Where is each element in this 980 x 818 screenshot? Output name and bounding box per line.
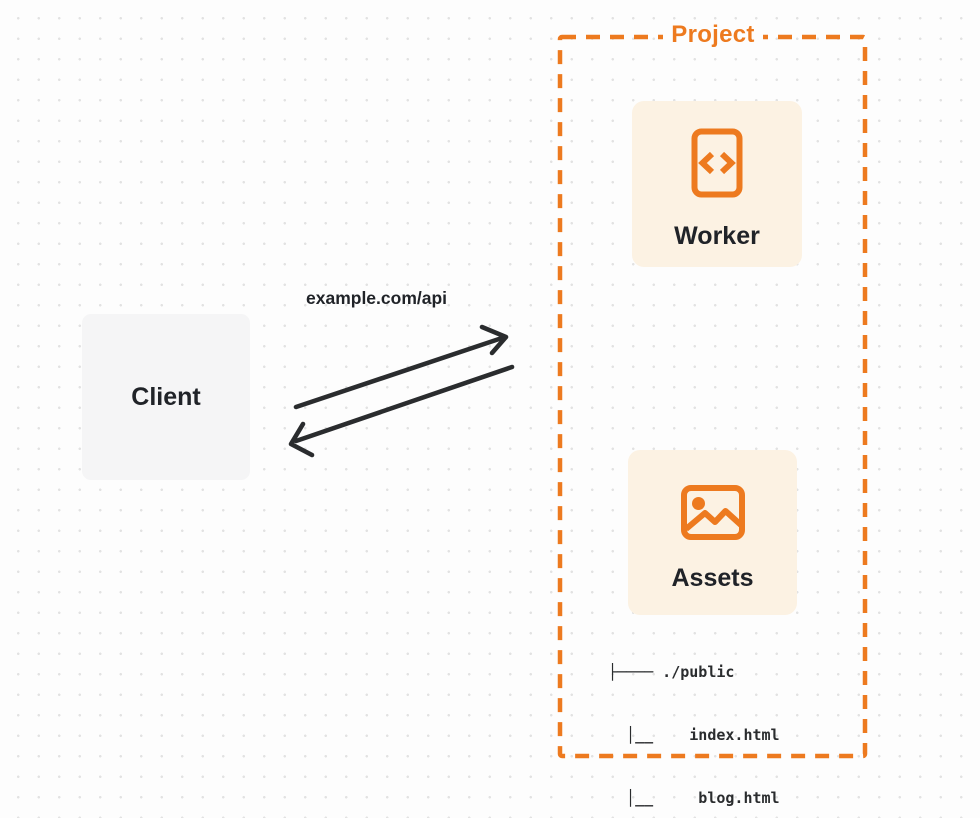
worker-node: Worker bbox=[632, 101, 802, 267]
assets-node: Assets bbox=[628, 450, 797, 615]
file-tree-line: │__ index.html bbox=[608, 726, 780, 744]
request-url-label: example.com/api bbox=[306, 288, 448, 308]
response-arrow bbox=[288, 364, 515, 458]
assets-label: Assets bbox=[671, 564, 754, 592]
image-icon bbox=[680, 485, 745, 540]
code-document-icon bbox=[691, 128, 743, 198]
client-node: Client bbox=[82, 314, 250, 480]
assets-file-tree: ├──── ./public │__ index.html │__ blog.h… bbox=[608, 620, 780, 818]
file-tree-line: │__ blog.html bbox=[608, 789, 780, 807]
request-arrow bbox=[293, 324, 509, 410]
client-label: Client bbox=[131, 382, 201, 411]
project-title-wrap: Project bbox=[560, 21, 866, 49]
worker-label: Worker bbox=[674, 222, 760, 250]
file-tree-line: ├──── ./public bbox=[608, 663, 735, 681]
project-title: Project bbox=[663, 21, 763, 49]
